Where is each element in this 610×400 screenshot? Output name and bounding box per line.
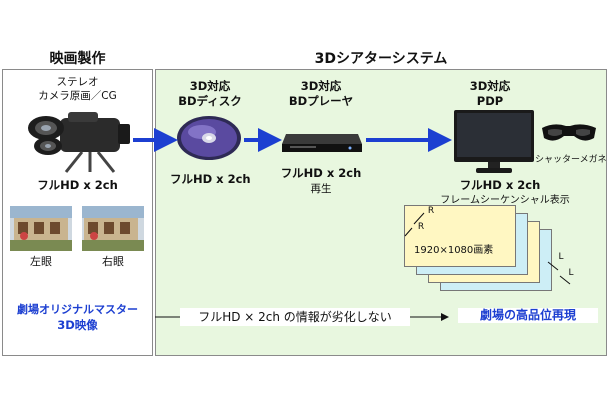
right-eye-photo: [82, 206, 144, 251]
disc-label-line1: 3D対応: [189, 79, 231, 93]
left-eye-photo: [10, 206, 72, 251]
frame-resolution-label: 1920×1080画素: [414, 245, 494, 256]
left-section-header: 映画製作: [49, 51, 106, 67]
display-label-line1: 3D対応: [469, 79, 511, 93]
shutter-glasses-label: シャッターメガネ: [535, 155, 607, 165]
bd-disc-icon: [177, 116, 241, 160]
player-format: フルHD x 2ch: [280, 166, 362, 180]
player-label-line1: 3D対応: [300, 79, 342, 93]
display-format: フルHD x 2ch: [459, 178, 541, 192]
source-format: フルHD x 2ch: [37, 178, 118, 192]
disc-format: フルHD x 2ch: [170, 172, 251, 186]
camera-label-line2: カメラ原画／CG: [38, 90, 117, 102]
player-sub: 再生: [310, 183, 332, 195]
display-label-line2: PDP: [476, 94, 504, 108]
left-eye-label: 左眼: [30, 255, 52, 268]
player-label-line2: BDプレーヤ: [288, 94, 354, 108]
stereo-camera-icon: [28, 112, 130, 173]
camera-label-line1: ステレオ: [56, 76, 99, 88]
master-label-line2: 3D映像: [57, 318, 98, 332]
l-marker-1: L: [558, 252, 564, 262]
r-marker-2: R: [417, 222, 425, 232]
frame-card-1: [404, 205, 516, 267]
right-eye-label: 右眼: [102, 255, 124, 268]
right-section-header: 3Dシアターシステム: [314, 51, 448, 67]
pdp-tv-icon: [454, 110, 534, 173]
bottom-result: 劇場の高品位再現: [458, 308, 598, 323]
master-label-line1: 劇場オリジナルマスター: [17, 303, 138, 316]
shutter-glasses-icon: [542, 124, 596, 141]
l-marker-2: L: [568, 268, 574, 278]
r-marker-1: R: [427, 206, 435, 216]
disc-label-line2: BDディスク: [178, 94, 242, 108]
bottom-message: フルHD × 2ch の情報が劣化しない: [180, 308, 410, 326]
frame-stack: 1920×1080画素: [400, 205, 580, 291]
bd-player-icon: [282, 134, 362, 152]
display-sub: フレームシーケンシャル表示: [440, 195, 570, 206]
